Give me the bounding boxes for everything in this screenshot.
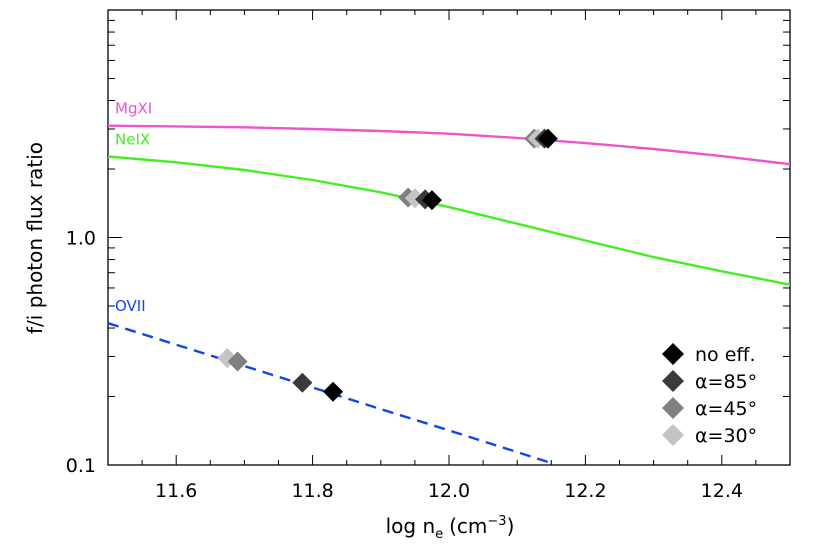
series-label-ovii: OVII xyxy=(115,297,146,315)
x-axis-label-unit-close: ) xyxy=(507,514,515,538)
x-tick-label: 12.2 xyxy=(564,480,606,502)
x-tick-label: 11.8 xyxy=(291,480,333,502)
x-axis-label-subscript: e xyxy=(435,527,443,542)
axis-ticks xyxy=(108,10,790,465)
series-lines xyxy=(107,124,791,465)
axis-tick-labels: 11.6 11.8 12.0 12.2 12.4 1.0 0.1 xyxy=(66,228,743,503)
plot-frame xyxy=(107,9,791,466)
legend-marker xyxy=(662,343,684,365)
legend-marker xyxy=(662,397,684,419)
x-axis-label-superscript: −3 xyxy=(487,514,506,529)
data-markers xyxy=(217,128,558,402)
series-line-mgxi xyxy=(107,124,791,166)
x-axis-label-unit: (cm xyxy=(449,514,487,538)
axes-frame xyxy=(107,9,791,466)
series-labels: MgXI NeIX OVII xyxy=(115,100,152,315)
x-axis-label-main: log n xyxy=(386,514,436,538)
y-axis-label: f/i photon flux ratio xyxy=(23,142,47,334)
data-marker-diamond xyxy=(323,381,344,402)
y-tick-label: 1.0 xyxy=(66,228,96,250)
legend-marker xyxy=(662,370,684,392)
x-tick-label: 12.0 xyxy=(428,480,470,502)
legend-label: α=85° xyxy=(695,371,757,393)
legend-marker xyxy=(662,424,684,446)
series-line-neix xyxy=(107,155,791,286)
data-marker-diamond xyxy=(537,128,558,149)
x-tick-label: 11.6 xyxy=(155,480,197,502)
legend: no eff. α=85° α=45° α=30° xyxy=(662,343,757,447)
series-label-mgxi: MgXI xyxy=(115,100,152,118)
legend-label: α=30° xyxy=(695,425,757,447)
data-marker-diamond xyxy=(227,351,248,372)
y-tick-label: 0.1 xyxy=(66,455,96,477)
legend-label: no eff. xyxy=(695,344,756,366)
legend-label: α=45° xyxy=(695,398,757,420)
x-axis-label: log ne (cm−3) xyxy=(386,514,515,542)
series-line-ovii xyxy=(107,322,552,465)
data-marker-diamond xyxy=(421,190,442,211)
data-marker-diamond xyxy=(292,372,313,393)
series-label-neix: NeIX xyxy=(115,131,150,149)
x-tick-label: 12.4 xyxy=(701,480,743,502)
